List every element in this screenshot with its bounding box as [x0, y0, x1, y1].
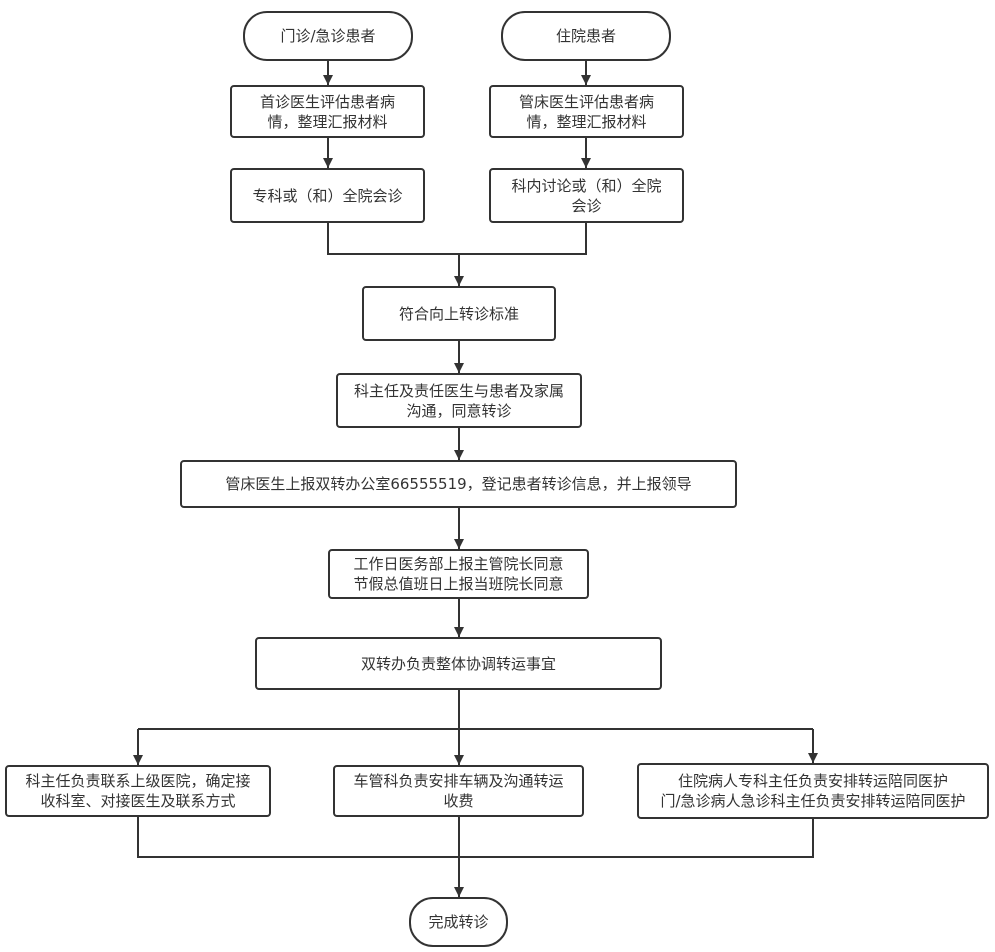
- complete-node: 完成转诊: [409, 897, 508, 947]
- dept-discussion-node: 科内讨论或（和）全院 会诊: [489, 168, 684, 223]
- node-text-line: 收科室、对接医生及联系方式: [40, 792, 236, 810]
- approval-node: 工作日医务部上报主管院长同意 节假总值班日上报当班院长同意: [328, 549, 589, 599]
- vehicle-node: 车管科负责安排车辆及沟通转运 收费: [333, 765, 584, 817]
- coordinate-node: 双转办负责整体协调转运事宜: [255, 637, 662, 690]
- node-text-line: 门诊/急诊患者: [280, 27, 376, 45]
- node-text-line: 沟通，同意转诊: [406, 401, 512, 420]
- report-office-node: 管床医生上报双转办公室66555519，登记患者转诊信息，并上报领导: [180, 460, 737, 508]
- node-text-line: 住院患者: [555, 27, 616, 45]
- communicate-node: 科主任及责任医生与患者及家属 沟通，同意转诊: [336, 373, 582, 428]
- node-text-line: 管床医生评估患者病: [518, 92, 654, 111]
- node-text-line: 节假总值班日上报当班院长同意: [353, 575, 564, 593]
- node-text-line: 车管科负责安排车辆及沟通转运: [353, 772, 564, 790]
- node-text-line: 会诊: [571, 196, 602, 215]
- node-text-line: 情，整理汇报材料: [267, 112, 388, 131]
- start-inpatient-node: 住院患者: [501, 11, 671, 61]
- meets-criteria-node: 符合向上转诊标准: [362, 286, 556, 341]
- node-text-line: 首诊医生评估患者病: [259, 92, 395, 111]
- connector-merge-tasks: [137, 817, 814, 858]
- connector-coordinate-split: [138, 690, 813, 730]
- escort-node: 住院病人专科主任负责安排转运陪同医护 门/急诊病人急诊科主任负责安排转运陪同医护: [637, 763, 989, 819]
- node-text-line: 完成转诊: [428, 913, 489, 931]
- start-outpatient-node: 门诊/急诊患者: [243, 11, 413, 61]
- node-text-line: 门/急诊病人急诊科主任负责安排转运陪同医护: [660, 792, 966, 810]
- node-text-line: 符合向上转诊标准: [398, 304, 519, 323]
- node-text-line: 科内讨论或（和）全院: [511, 176, 662, 195]
- specialist-consult-node: 专科或（和）全院会诊: [230, 168, 425, 223]
- contact-hospital-node: 科主任负责联系上级医院，确定接 收科室、对接医生及联系方式: [5, 765, 271, 817]
- first-visit-eval-node: 首诊医生评估患者病 情，整理汇报材料: [230, 85, 425, 138]
- node-text-line: 收费: [443, 792, 474, 810]
- node-text-line: 科主任及责任医生与患者及家属: [353, 381, 564, 400]
- node-text-line: 双转办负责整体协调转运事宜: [360, 654, 556, 673]
- node-text-line: 专科或（和）全院会诊: [252, 186, 403, 205]
- node-text-line: 管床医生上报双转办公室66555519，登记患者转诊信息，并上报领导: [225, 475, 692, 493]
- node-text-line: 情，整理汇报材料: [526, 112, 647, 131]
- connector-merge-consults: [327, 223, 587, 255]
- node-text-line: 住院病人专科主任负责安排转运陪同医护: [677, 772, 948, 790]
- node-text-line: 科主任负责联系上级医院，确定接: [25, 772, 251, 790]
- bed-doctor-eval-node: 管床医生评估患者病 情，整理汇报材料: [489, 85, 684, 138]
- node-text-line: 工作日医务部上报主管院长同意: [353, 555, 564, 573]
